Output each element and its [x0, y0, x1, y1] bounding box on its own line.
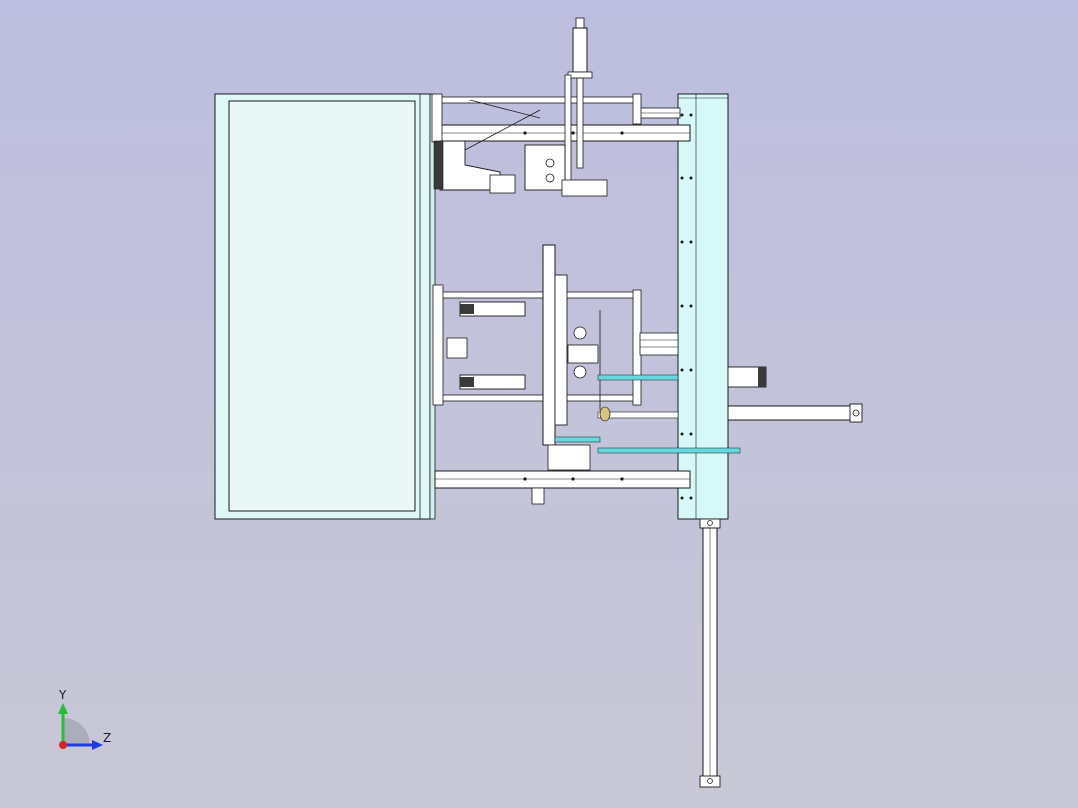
carriage-wheel — [573, 326, 587, 340]
carriage-bottom-rod — [434, 394, 641, 402]
upper-beam-bolts — [523, 131, 624, 135]
vertical-cylinder[interactable] — [564, 17, 593, 196]
carriage-guide-block — [639, 332, 679, 356]
carriage-vertical-bar — [542, 244, 556, 446]
upper-crossbar[interactable] — [431, 93, 691, 143]
lower-crossbar[interactable] — [434, 470, 691, 505]
rod-guide — [597, 411, 679, 419]
carriage-vertical-bar-2 — [554, 274, 568, 426]
gripper-arm — [439, 140, 501, 191]
triad-rotation-arc — [63, 718, 90, 745]
gripper-dark-block — [433, 140, 444, 190]
cylinder-mount-plate — [564, 74, 572, 196]
bottom-rail[interactable] — [699, 518, 721, 788]
cylinder-flange — [567, 71, 593, 79]
cyan-rod-upper — [597, 374, 679, 381]
y-axis-arrow — [58, 703, 68, 714]
lower-beam-bolts — [523, 477, 624, 481]
gripper-body — [524, 144, 566, 191]
carriage-cylinder-lower-dark — [460, 377, 474, 387]
front-panel[interactable] — [214, 93, 436, 520]
gripper-link — [464, 109, 541, 151]
coordinate-triad — [58, 703, 103, 750]
carriage-top-rod — [434, 291, 641, 299]
upper-rod-bracket — [431, 93, 443, 143]
center-carriage[interactable] — [432, 244, 679, 471]
gripper-pivot — [545, 158, 555, 168]
carriage-cylinder-upper-dark — [460, 304, 474, 314]
carriage-lower-plate — [547, 444, 591, 471]
cyan-rods — [554, 374, 741, 454]
y-axis-label: Y — [59, 688, 67, 702]
brass-fitting — [599, 406, 611, 422]
upper-gripper[interactable] — [433, 99, 608, 197]
upper-rod-bracket-right — [632, 93, 642, 125]
side-motor-end — [758, 367, 766, 387]
cylinder-barrel — [572, 27, 588, 73]
x-axis-origin — [59, 741, 67, 749]
z-axis-label: Z — [103, 731, 112, 745]
upper-rod — [434, 96, 641, 104]
gripper-pivot-2 — [545, 173, 555, 183]
cylinder-rod — [576, 77, 584, 169]
gripper-link-2 — [469, 99, 541, 119]
panel-inner — [228, 100, 416, 512]
side-cylinder[interactable] — [727, 366, 863, 423]
side-cylinder-barrel — [727, 405, 854, 421]
cyan-rod-lower — [597, 447, 741, 454]
rail-bottom-eye — [707, 778, 713, 784]
column-body — [677, 93, 729, 520]
lower-beam-clamp — [531, 487, 545, 505]
column-bolts — [680, 113, 693, 500]
side-cylinder-eye — [852, 409, 860, 417]
carriage-hub — [567, 344, 599, 364]
cylinder-cap — [575, 17, 585, 29]
gripper-base — [561, 179, 608, 197]
right-column[interactable] — [677, 93, 729, 520]
lower-beam — [434, 470, 691, 489]
gripper-jaw — [489, 174, 516, 194]
z-axis-arrow — [92, 740, 103, 750]
carriage-valve — [446, 337, 468, 359]
cyan-rod-middle — [554, 436, 601, 443]
carriage-left-plate — [432, 284, 444, 406]
rail-top-eye — [707, 520, 713, 526]
carriage-wheel-2 — [573, 365, 587, 379]
